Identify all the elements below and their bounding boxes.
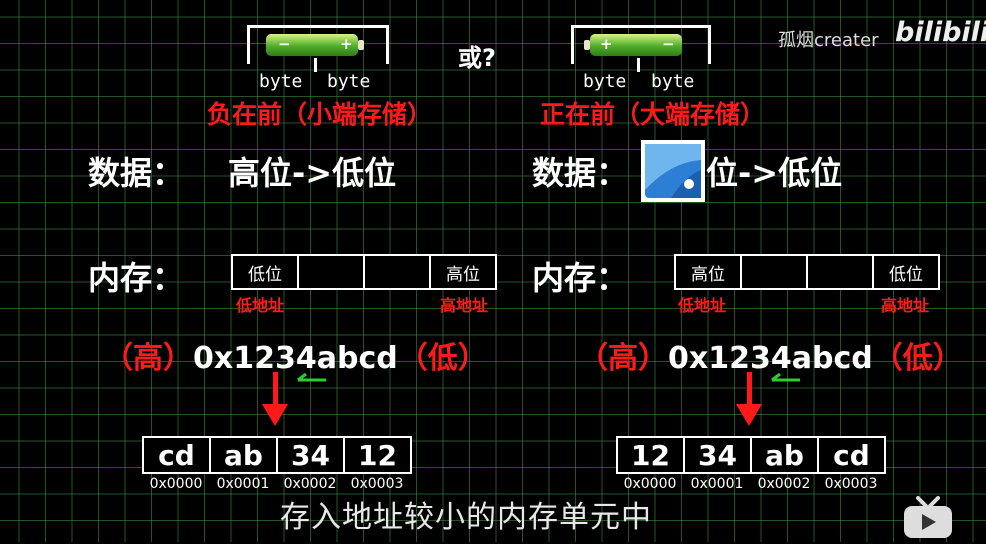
high-address-label-left: 高地址: [440, 296, 489, 315]
memory-cell: [299, 256, 365, 288]
big-endian-title: 正在前（大端存储）: [540, 100, 766, 129]
center-question: 或?: [458, 44, 496, 72]
hex-value-right: （高）0x1234abcd（低）: [578, 333, 963, 377]
data-value-left: 高位->低位: [228, 154, 397, 192]
low-address-label-right: 低地址: [678, 296, 727, 315]
address-label: 0x0001: [216, 476, 270, 492]
low-address-label-left: 低地址: [236, 296, 285, 315]
mem-label-right: 内存：: [532, 259, 629, 297]
byte-label: byte: [327, 71, 371, 92]
app-icon-overlay: [641, 140, 705, 202]
hex-value-left: （高）0x1234abcd（低）: [103, 333, 488, 377]
byte-cell: 34: [278, 438, 345, 472]
data-label-right: 数据：: [532, 154, 629, 192]
byte-cell: 12: [618, 438, 685, 472]
byte-cell: ab: [752, 438, 819, 472]
address-label: 0x0003: [824, 476, 878, 492]
byte-cell: 12: [358, 438, 397, 472]
address-label: 0x0000: [149, 476, 203, 492]
memory-cell: 低位: [889, 264, 923, 285]
hex-open: （高）: [103, 341, 193, 376]
address-label: 0x0002: [757, 476, 811, 492]
memory-cell: [742, 256, 808, 288]
hex-open: （高）: [578, 341, 668, 376]
address-label: 0x0003: [350, 476, 404, 492]
byte-cell: cd: [833, 438, 870, 472]
hex-close: （低）: [397, 341, 488, 376]
address-label: 0x0001: [690, 476, 744, 492]
address-label: 0x0002: [283, 476, 337, 492]
memory-cell: [808, 256, 874, 288]
bilibili-logo: bilibili: [895, 17, 986, 48]
hex-close: （低）: [872, 341, 963, 376]
battery-icon-left: −+: [266, 34, 364, 56]
address-label: 0x0000: [623, 476, 677, 492]
battery-frame-left: [247, 25, 389, 64]
hex-number: 0x1234abcd: [193, 341, 398, 376]
down-arrow-head-icon: [262, 404, 288, 426]
byte-boxes-left: cd ab 34 12: [142, 436, 412, 474]
down-arrow-head-icon: [736, 404, 762, 426]
byte-label: byte: [583, 71, 627, 92]
green-pointer-icon: [296, 368, 328, 387]
tv-icon[interactable]: [902, 496, 954, 540]
memory-bar-right: 高位 低位: [674, 254, 940, 290]
down-arrow-icon: [273, 372, 278, 406]
data-value-right: 位->低位: [706, 154, 843, 192]
down-arrow-icon: [747, 372, 752, 406]
byte-divider-right: [637, 58, 640, 72]
author-watermark: 孤烟creater: [778, 30, 879, 51]
video-subtitle: 存入地址较小的内存单元中: [280, 500, 652, 535]
mem-label-left: 内存：: [88, 259, 185, 297]
battery-frame-right: [571, 25, 711, 64]
data-label-left: 数据：: [88, 154, 185, 192]
green-pointer-icon: [770, 368, 802, 387]
byte-label: byte: [651, 71, 695, 92]
memory-cell: [365, 256, 431, 288]
memory-cell: 低位: [233, 256, 299, 288]
byte-label: byte: [259, 71, 303, 92]
battery-icon-right: +−: [584, 34, 682, 56]
little-endian-title: 负在前（小端存储）: [207, 100, 433, 129]
memory-bar-left: 低位 高位: [231, 254, 497, 290]
byte-boxes-right: 12 34 ab cd: [616, 436, 886, 474]
byte-cell: 34: [685, 438, 752, 472]
memory-cell: 高位: [446, 264, 480, 285]
high-address-label-right: 高地址: [881, 296, 930, 315]
byte-divider-left: [314, 58, 317, 72]
hex-number: 0x1234abcd: [668, 341, 873, 376]
byte-cell: ab: [211, 438, 278, 472]
byte-cell: cd: [144, 438, 211, 472]
memory-cell: 高位: [676, 256, 742, 288]
